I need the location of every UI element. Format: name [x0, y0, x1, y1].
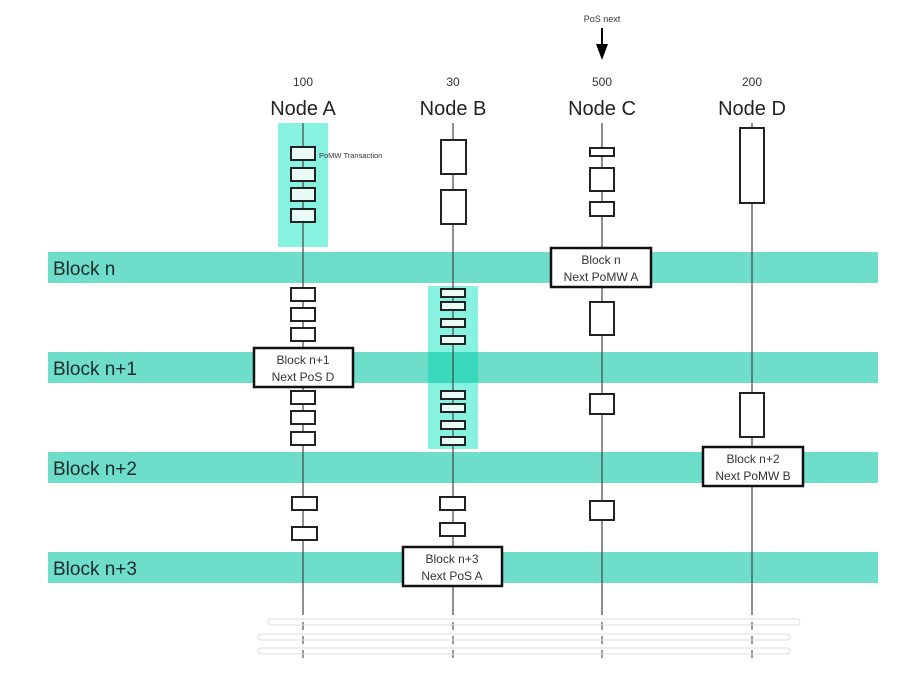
- transaction-box: [290, 208, 316, 223]
- node-a-title: Node A: [270, 98, 336, 120]
- node-c-title: Node C: [568, 98, 636, 120]
- node-c-transactions: [589, 147, 615, 521]
- node-b-stake: 30: [446, 75, 460, 89]
- lifeline-continuation: [302, 622, 753, 664]
- block-card-title: Block n+1: [276, 353, 329, 367]
- node-d-stake: 200: [742, 75, 762, 89]
- transaction-box: [440, 139, 467, 175]
- transaction-box: [290, 287, 316, 302]
- block-card-title: Block n+3: [425, 552, 478, 566]
- transaction-box: [440, 436, 466, 446]
- block-card-next: Next PoMW A: [564, 270, 639, 284]
- block-card-n-plus-1: Block n+1 Next PoS D: [252, 346, 355, 389]
- transaction-box: [290, 431, 316, 446]
- transaction-box: [291, 526, 318, 541]
- transaction-box: [290, 410, 316, 425]
- transaction-box: [739, 127, 765, 204]
- transaction-box: [290, 327, 316, 342]
- transaction-box: [589, 393, 615, 415]
- block-card-n: Block n Next PoMW A: [549, 246, 653, 289]
- transaction-box: [440, 420, 466, 430]
- transaction-box: [439, 522, 466, 537]
- transaction-box: [290, 390, 316, 405]
- transaction-box: [589, 147, 615, 157]
- block-card-next: Next PoS D: [272, 370, 335, 384]
- transaction-box: [290, 146, 316, 161]
- transaction-box: [589, 301, 615, 336]
- transaction-box: [440, 390, 466, 400]
- transaction-box: [439, 496, 466, 511]
- node-b-title: Node B: [420, 98, 487, 120]
- transaction-box: [440, 288, 466, 298]
- pomw-transaction-label: PoMW Transaction: [319, 151, 382, 160]
- transaction-box: [440, 403, 466, 413]
- block-card-n-plus-3: Block n+3 Next PoS A: [401, 545, 504, 588]
- block-card-title: Block n+2: [726, 452, 779, 466]
- transaction-box: [291, 496, 318, 511]
- block-band-label: Block n: [53, 259, 115, 280]
- transaction-box: [589, 500, 615, 521]
- node-c-stake: 500: [592, 75, 612, 89]
- node-a-stake: 100: [293, 75, 313, 89]
- transaction-box: [290, 307, 316, 322]
- transaction-box: [739, 392, 765, 438]
- block-card-n-plus-2: Block n+2 Next PoMW B: [701, 445, 805, 488]
- block-card-title: Block n: [581, 253, 620, 267]
- node-d-title: Node D: [718, 98, 786, 120]
- block-card-next: Next PoS A: [421, 569, 482, 583]
- timeline-break-rails: [257, 618, 801, 655]
- block-band-label: Block n+2: [53, 459, 137, 480]
- transaction-box: [589, 167, 615, 192]
- transaction-box: [589, 201, 615, 217]
- node-d-transactions: [739, 127, 765, 438]
- transaction-box: [440, 335, 466, 345]
- node-b-transactions: [439, 139, 467, 537]
- transaction-box: [290, 167, 316, 182]
- pos-next-label: PoS next: [584, 14, 621, 24]
- transaction-box: [440, 189, 467, 225]
- block-band-label: Block n+3: [53, 559, 137, 580]
- block-band-label: Block n+1: [53, 359, 137, 380]
- pos-next-arrow-icon: [596, 28, 608, 60]
- block-band-n: Block n: [48, 252, 878, 283]
- transaction-box: [290, 187, 316, 202]
- node-a-transactions: [290, 146, 316, 223]
- node-a-transactions-2: [290, 287, 318, 541]
- transaction-box: [440, 318, 466, 328]
- transaction-box: [440, 301, 466, 311]
- node-b-pomw-transactions: [440, 288, 466, 446]
- block-card-next: Next PoMW B: [715, 469, 790, 483]
